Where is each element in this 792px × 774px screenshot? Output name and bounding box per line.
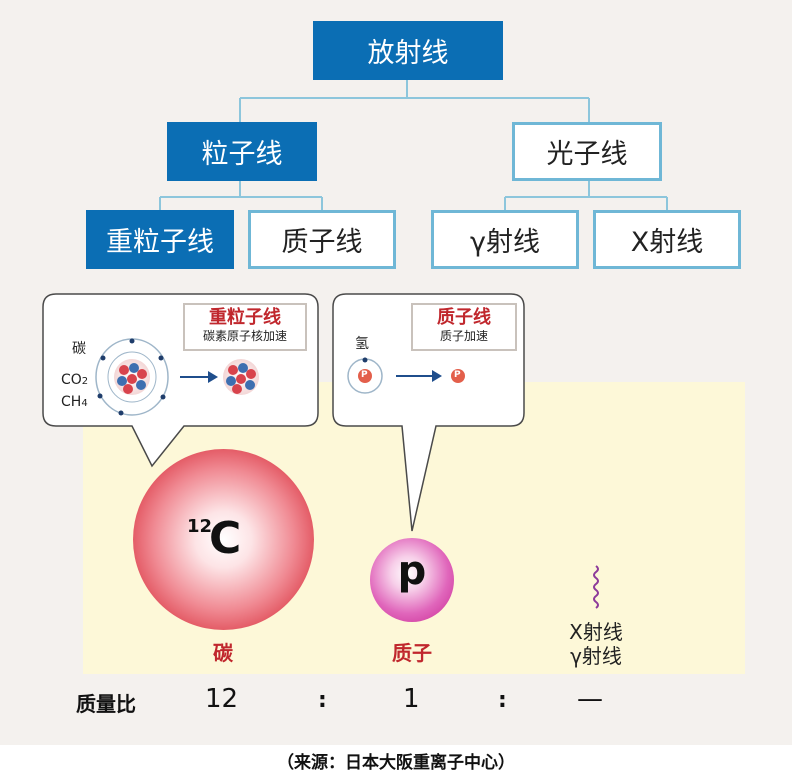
carbon-mass-number: 12 [187,516,213,537]
mass-ratio-carbon: 12 [205,684,239,714]
hydrogen-element-label: 氢 [355,336,369,352]
node-heavy-ion-beam: 重粒子线 [86,210,234,269]
proton-dot-icon [451,369,465,383]
node-radiation: 放射线 [313,21,503,80]
node-radiation-label: 放射线 [367,38,449,69]
node-proton-beam-label: 质子线 [281,227,363,258]
source-caption: （来源：日本大阪重离子中心） [277,753,515,773]
carbon-symbol: C [209,513,242,564]
heavy-ion-title: 重粒子线 [209,307,281,328]
proton-label: 质子 [392,641,432,665]
mass-ratio-proton: 1 [403,684,420,714]
node-proton-beam: 质子线 [248,210,396,269]
ch4-text: CH [61,394,82,410]
heavy-ion-subtitle: 碳素原子核加速 [202,329,287,343]
proton-subtitle: 质子加速 [439,329,488,343]
co2-label: CO2 [61,372,88,388]
proton-title: 质子线 [437,307,491,328]
proton-sphere: p [370,538,454,622]
node-gamma-ray-label: γ射线 [470,227,540,258]
hydrogen-proton-letter: P [361,370,368,380]
proton-callout [332,293,525,532]
diagram-canvas: 放射线 粒子线 光子线 重粒子线 质子线 γ射线 X射线 [0,0,792,745]
proton-letter: P [454,370,461,380]
node-heavy-ion-beam-label: 重粒子线 [106,227,214,258]
proton-arrow-icon [396,370,442,382]
node-x-ray-label: X射线 [630,227,704,258]
ch4-label: CH4 [61,394,88,410]
node-photon-beam-label: 光子线 [546,139,628,170]
node-photon-beam: 光子线 [512,122,662,181]
gamma-label: γ射线 [570,644,622,668]
heavy-ion-title-box: 重粒子线 碳素原子核加速 [183,303,307,351]
co2-text: CO [61,372,82,388]
ch4-subscript: 4 [81,398,88,409]
mass-ratio-separator-2: : [498,688,507,713]
carbon-nucleus-icon [223,359,259,395]
heavy-ion-arrow-icon [180,371,218,383]
mass-ratio-separator-1: : [318,688,327,713]
node-gamma-ray: γ射线 [431,210,579,269]
hydrogen-atom-icon [347,357,383,394]
wave-ray-icon [593,565,599,609]
node-x-ray: X射线 [593,210,741,269]
node-particle-beam-label: 粒子线 [201,139,283,170]
carbon-element-label: 碳 [72,341,86,357]
carbon-atom-icon [95,338,169,416]
tree-connectors [159,80,668,210]
carbon-label: 碳 [213,641,233,665]
mass-ratio-ray: — [577,684,603,714]
xray-label: X射线 [569,620,623,644]
proton-title-box: 质子线 质子加速 [411,303,517,351]
node-particle-beam: 粒子线 [167,122,317,181]
mass-ratio-label: 质量比 [76,692,136,716]
co2-subscript: 2 [81,376,89,387]
proton-symbol: p [397,548,427,594]
callout-bubbles [42,293,599,609]
carbon-ion-sphere: 12 C [133,449,314,630]
